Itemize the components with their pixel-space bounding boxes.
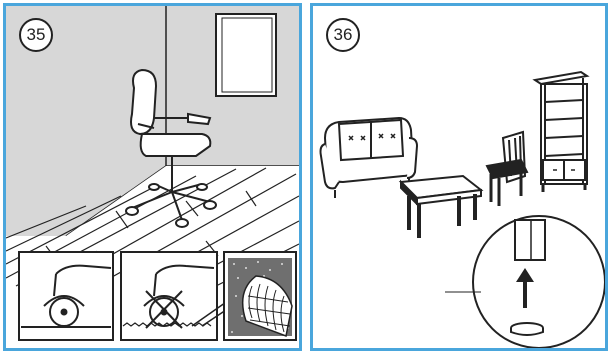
caster-detail-hard-floor	[19, 252, 113, 340]
furniture-felt-pads-illustration	[313, 6, 605, 348]
caster-detail-carpet	[121, 252, 232, 340]
bookshelf	[535, 72, 587, 192]
panel-step-36: 36	[310, 3, 608, 351]
panel-step-35: 35	[3, 3, 302, 351]
felt-pad-detail	[445, 216, 605, 348]
step-number-35: 35	[19, 18, 53, 52]
step-number-36: 36	[326, 18, 360, 52]
carpet-roll-detail	[224, 252, 296, 340]
wall-picture	[216, 14, 276, 96]
office-chair-floor-illustration	[6, 6, 299, 348]
coffee-table	[401, 176, 481, 238]
dining-chair	[487, 132, 527, 206]
